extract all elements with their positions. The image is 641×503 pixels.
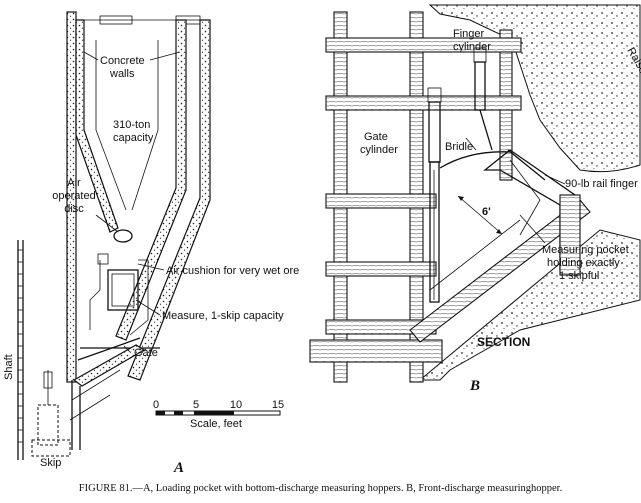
label-air-disc-line3: disc xyxy=(64,203,84,215)
rail-finger xyxy=(507,149,546,181)
label-skip: Skip xyxy=(40,457,61,469)
label-shaft: Shaft xyxy=(3,354,15,380)
label-measuring-pocket-line1: Measuring pocket xyxy=(542,244,629,256)
label-bridle: Bridle xyxy=(445,141,473,153)
label-rail-finger: 90-lb rail finger xyxy=(565,178,638,190)
diagram-b-letter: B xyxy=(469,378,480,394)
label-measuring-pocket-line2: holding exactly xyxy=(547,257,620,269)
scale-caption: Scale, feet xyxy=(190,418,242,430)
diagram-a: Concrete walls 310-ton capacity Air oper… xyxy=(3,11,299,476)
figure-caption: FIGURE 81.—A, Loading pocket with bottom… xyxy=(78,483,563,494)
measuring-hopper xyxy=(69,229,160,450)
label-gate: Gate xyxy=(134,347,158,359)
label-section: SECTION xyxy=(477,335,530,349)
measuring-pocket xyxy=(483,149,581,276)
label-concrete-walls-line1: Concrete xyxy=(100,55,145,67)
scale-bar: 0 5 10 15 Scale, feet xyxy=(153,399,284,430)
label-concrete-walls-line2: walls xyxy=(109,68,135,80)
finger-cylinder xyxy=(473,47,493,151)
gate-cylinder xyxy=(427,87,442,303)
label-air-disc-line2: operated xyxy=(52,190,95,202)
label-air-cushion: Air cushion for very wet ore xyxy=(166,265,299,277)
bottom-rock xyxy=(418,229,641,381)
label-capacity-line2: capacity xyxy=(113,132,154,144)
label-dimension: 6' xyxy=(482,206,491,218)
label-capacity-line1: 310-ton xyxy=(113,119,150,131)
label-gate-cylinder-line1: Gate xyxy=(364,131,388,143)
ore-bin xyxy=(75,15,211,381)
scale-tick-5: 5 xyxy=(193,399,199,411)
label-measuring-pocket-line3: 1 skipful xyxy=(559,270,599,282)
label-finger-cylinder-line2: cylinder xyxy=(453,41,491,53)
shaft-timbers xyxy=(17,11,77,460)
label-measure: Measure, 1-skip capacity xyxy=(162,310,284,322)
label-air-disc-line1: Air xyxy=(67,177,81,189)
dimension-line xyxy=(457,195,503,235)
diagram-b: Finger cylinder Gate cylinder Bridle Rai… xyxy=(309,4,641,394)
scale-tick-15: 15 xyxy=(272,399,284,411)
diagram-a-letter: A xyxy=(173,460,184,476)
scale-tick-0: 0 xyxy=(153,399,159,411)
timber-frame xyxy=(309,11,591,383)
label-gate-cylinder-line2: cylinder xyxy=(360,144,398,156)
scale-tick-10: 10 xyxy=(230,399,242,411)
label-finger-cylinder-line1: Finger xyxy=(453,28,485,40)
skip-outline xyxy=(31,370,71,457)
bridle xyxy=(439,151,511,169)
